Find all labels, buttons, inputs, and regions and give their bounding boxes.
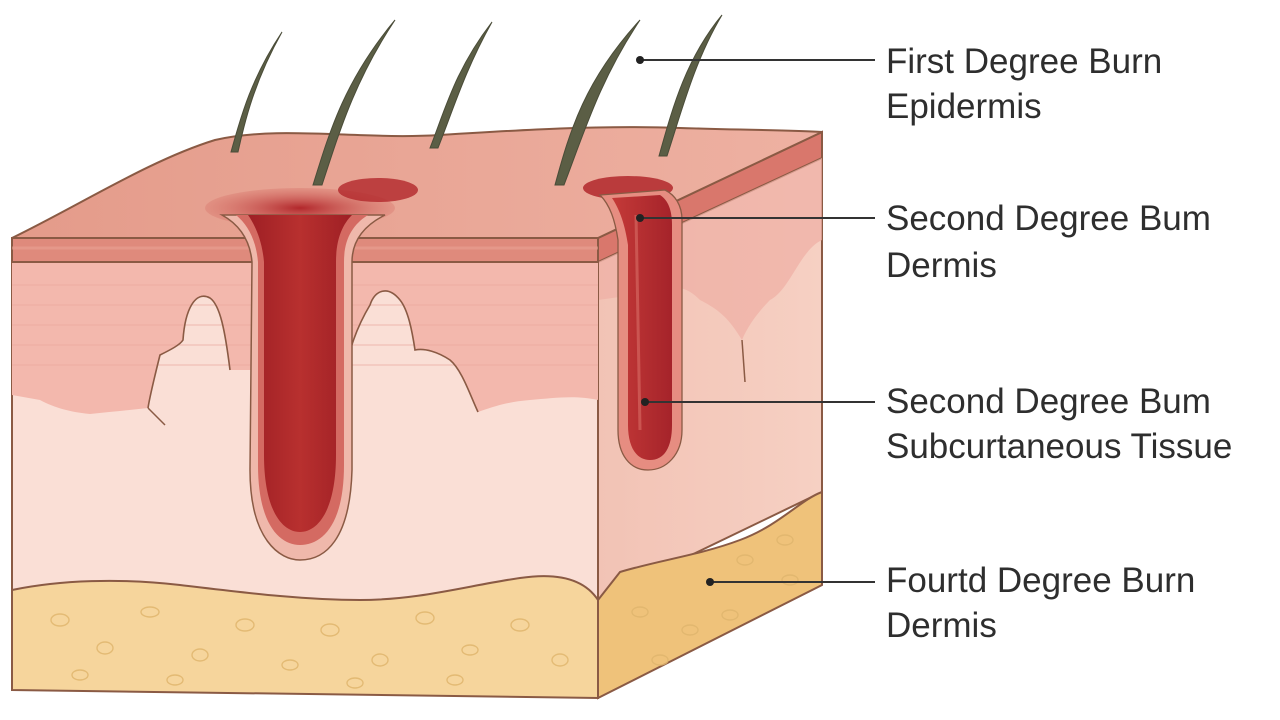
callout-third-line1: Second Degree Bum [886, 382, 1211, 421]
hair-strand-icon [429, 21, 493, 149]
callout-second-degree-subcutaneous: Second Degree Bum Subcurtaneous Tissue [886, 382, 1232, 466]
callout-second-line1: Second Degree Bum [886, 199, 1211, 238]
callout-fourth-degree: Fourtd Degree Burn Dermis [886, 561, 1195, 645]
hair-strand-icon [230, 31, 283, 153]
burn-channel-narrow [583, 176, 683, 471]
leader-lines [636, 56, 875, 586]
hair-strands [230, 14, 723, 186]
hair-strand-icon [554, 19, 641, 186]
callout-third-line2: Subcurtaneous Tissue [886, 427, 1232, 466]
callout-first-line1: First Degree Burn [886, 42, 1162, 81]
callout-second-degree-dermis: Second Degree Bum Dermis [886, 199, 1211, 285]
callout-second-line2: Dermis [886, 246, 997, 285]
hair-strand-icon [312, 19, 396, 186]
callout-first-degree: First Degree Burn Epidermis [886, 42, 1162, 126]
callout-fourth-line2: Dermis [886, 606, 997, 645]
callout-fourth-line1: Fourtd Degree Burn [886, 561, 1195, 600]
callout-first-line2: Epidermis [886, 87, 1042, 126]
burn-channel-large [205, 178, 418, 561]
fat-texture [50, 534, 799, 689]
hair-strand-icon [658, 14, 723, 157]
